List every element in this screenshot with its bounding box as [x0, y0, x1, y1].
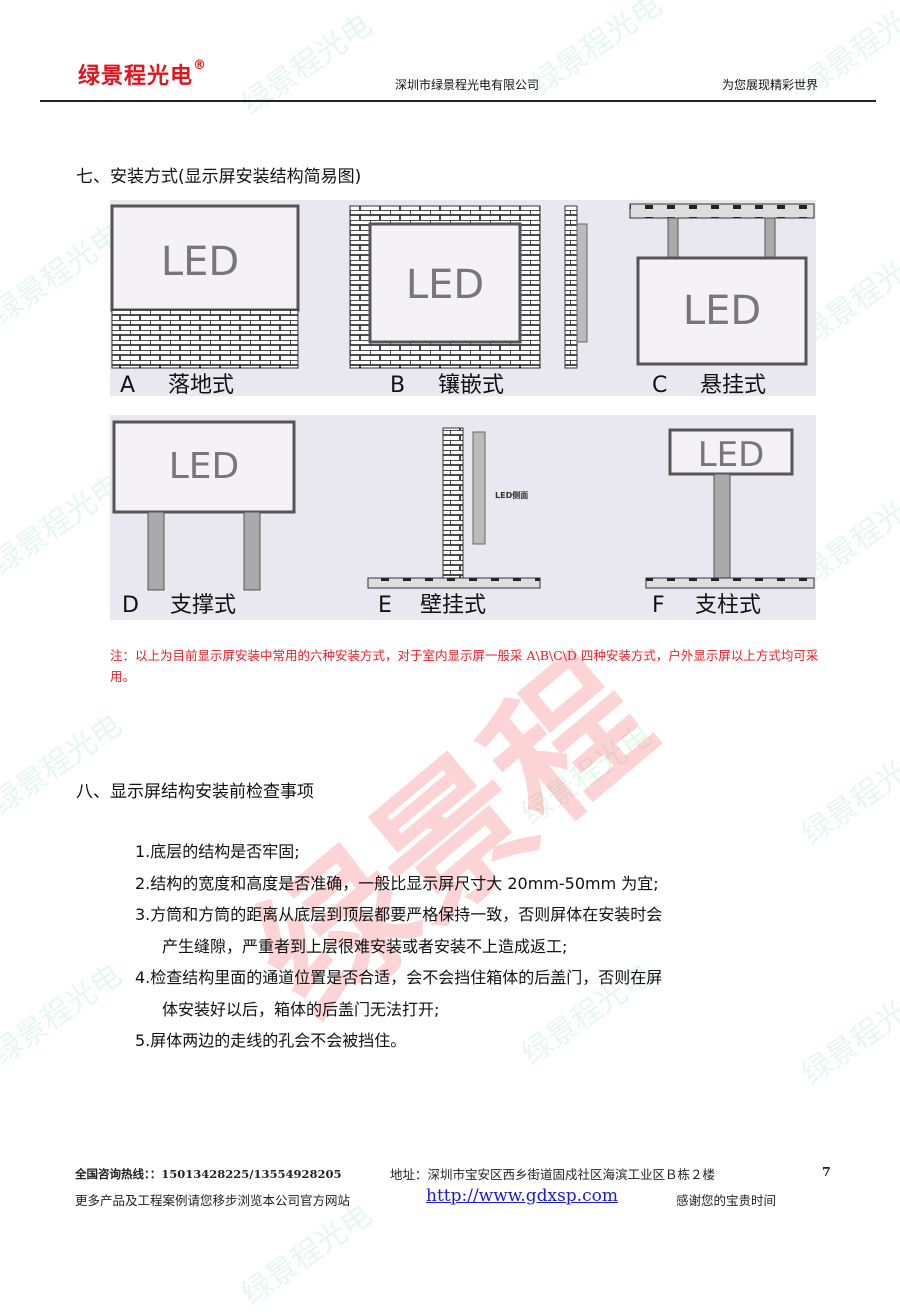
checklist-item: 2.结构的宽度和高度是否准确，一般比显示屏尺寸大 20mm-50mm 为宜;: [135, 873, 659, 893]
installation-diagram: LED LED LED A 落地式 B 镶嵌式 C 悬挂式 LED LED侧面 …: [110, 200, 816, 620]
led-label: LED: [161, 239, 239, 285]
led-label: LED: [169, 446, 240, 487]
method-c-letter: C: [652, 373, 667, 398]
method-b-diagram: LED: [349, 205, 588, 369]
watermark: 绿景程光电: [525, 0, 669, 103]
method-c-name: 悬挂式: [700, 373, 766, 398]
method-f-letter: F: [652, 593, 665, 618]
led-label: LED: [406, 262, 484, 308]
method-e-name: 壁挂式: [420, 593, 486, 618]
checklist-item: 3.方筒和方筒的距离从底层到顶层都要严格保持一致，否则屏体在安装时会: [135, 905, 663, 924]
watermark: 绿景程光电: [235, 1197, 379, 1313]
method-d-name: 支撑式: [170, 593, 236, 618]
method-b-letter: B: [390, 373, 405, 398]
checklist-item-cont: 产生缝隙，严重者到上层很难安装或者安装不上造成返工;: [162, 936, 568, 956]
checklist-item: 1.底层的结构是否牢固;: [135, 842, 300, 861]
method-a-diagram: LED: [110, 204, 300, 369]
method-e-letter: E: [378, 593, 392, 618]
led-label: LED: [698, 435, 765, 475]
led-label: LED: [683, 288, 761, 334]
method-b-name: 镶嵌式: [438, 373, 504, 398]
footer-address: 地址：深圳市宝安区西乡街道固戍社区海滨工业区Ｂ栋２楼: [390, 1167, 716, 1182]
method-c-diagram: LED: [629, 203, 815, 366]
method-f-name: 支柱式: [695, 593, 761, 618]
watermark: 绿景程光电: [515, 717, 659, 833]
method-a-letter: A: [120, 373, 135, 398]
footer-hotline: 全国咨询热线：：15013428225/13554928205: [75, 1167, 342, 1181]
method-e-diagram: LED侧面: [367, 427, 541, 589]
header-slogan: 为您展现精彩世界: [722, 78, 819, 92]
checklist-item: 5.屏体两边的走线的孔会不会被挡住。: [135, 1031, 407, 1050]
watermark: 绿景程光电: [235, 7, 379, 123]
installation-note: 注：以上为目前显示屏安装中常用的六种安装方式，对于室内显示屏一般采 A\B\C\…: [110, 648, 819, 684]
registered-mark: ®: [193, 57, 208, 73]
led-side-label: LED侧面: [495, 490, 528, 500]
checklist: 1.底层的结构是否牢固; 2.结构的宽度和高度是否准确，一般比显示屏尺寸大 20…: [135, 836, 662, 1057]
logo-text: 绿景程光电: [78, 64, 194, 89]
section-8-title: 八、显示屏结构安装前检查事项: [76, 782, 314, 802]
checklist-item-cont: 体安装好以后，箱体的后盖门无法打开;: [162, 999, 440, 1019]
footer-thanks: 感谢您的宝贵时间: [676, 1193, 777, 1208]
watermark: 绿景程光电: [0, 957, 129, 1073]
header-company: 深圳市绿景程光电有限公司: [395, 78, 540, 92]
page-number: 7: [822, 1164, 831, 1179]
company-logo: 绿景程光电®: [78, 58, 207, 90]
website-link[interactable]: http://www.gdxsp.com: [426, 1186, 618, 1206]
method-d-diagram: LED: [112, 420, 296, 591]
method-d-letter: D: [122, 593, 139, 618]
checklist-item: 4.检查结构里面的通道位置是否合适，会不会挡住箱体的后盖门，否则在屏: [135, 968, 663, 987]
watermark: 绿景程光电: [795, 737, 900, 853]
watermark: 绿景程光电: [0, 707, 129, 823]
footer-more: 更多产品及工程案例请您移步浏览本公司官方网站: [75, 1193, 351, 1208]
watermark: 绿景程光电: [795, 977, 900, 1093]
header-divider: [40, 100, 876, 102]
method-f-diagram: LED: [645, 428, 815, 589]
section-7-title: 七、安装方式(显示屏安装结构简易图): [76, 167, 362, 187]
method-a-name: 落地式: [168, 373, 234, 398]
